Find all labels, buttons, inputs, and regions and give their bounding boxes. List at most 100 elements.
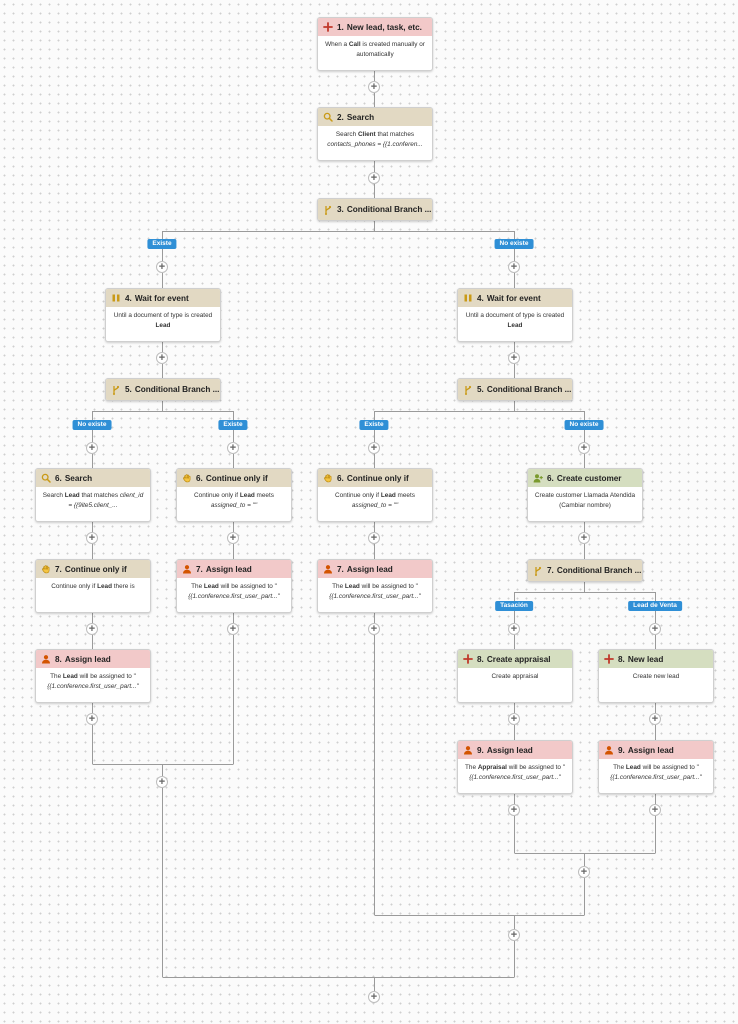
add-step-button[interactable]: + — [649, 713, 661, 725]
branch-label-badge[interactable]: Lead de Venta — [628, 601, 682, 611]
add-step-button[interactable]: + — [156, 776, 168, 788]
add-step-button[interactable]: + — [86, 623, 98, 635]
branch-label-badge[interactable]: No existe — [564, 420, 604, 430]
step-title: Assign lead — [486, 745, 533, 755]
step-title: Continue only if — [205, 473, 268, 483]
step-title: Wait for event — [486, 293, 541, 303]
branch-label-badge[interactable]: No existe — [72, 420, 112, 430]
add-step-button[interactable]: + — [508, 261, 520, 273]
add-step-button[interactable]: + — [368, 991, 380, 1003]
step-number: 8. — [618, 654, 625, 664]
add-step-button[interactable]: + — [649, 623, 661, 635]
add-step-button[interactable]: + — [86, 713, 98, 725]
add-step-button[interactable]: + — [508, 929, 520, 941]
add-step-button[interactable]: + — [156, 352, 168, 364]
branch-label-badge[interactable]: Existe — [147, 239, 177, 249]
branch-label-badge[interactable]: Existe — [218, 420, 248, 430]
step-description: Search Lead that matches client_id = {{9… — [42, 492, 144, 509]
add-step-button[interactable]: + — [86, 442, 98, 454]
branch-icon — [463, 385, 473, 395]
branch-label-badge[interactable]: Tasación — [495, 601, 533, 611]
step-card-new-lead-task-etc[interactable]: 1.New lead, task, etc.When a Call is cre… — [317, 17, 433, 71]
step-header: 4.Wait for event — [106, 289, 220, 307]
add-step-button[interactable]: + — [578, 532, 590, 544]
add-step-button[interactable]: + — [508, 623, 520, 635]
expression-text: {{1.conference.first_user_part..." — [47, 682, 139, 690]
step-description: The Lead will be assigned to " {{1.confe… — [47, 673, 139, 690]
step-card-conditional-branch[interactable]: 3.Conditional Branch ... — [317, 198, 433, 221]
add-step-button[interactable]: + — [508, 804, 520, 816]
expression-text: assigned_to = "" — [351, 501, 399, 509]
expression-text: assigned_to = "" — [210, 501, 258, 509]
step-header: 3.Conditional Branch ... — [318, 199, 432, 220]
add-step-button[interactable]: + — [508, 713, 520, 725]
step-number: 6. — [337, 473, 344, 483]
step-title: Assign lead — [64, 654, 111, 664]
person-icon — [604, 745, 614, 755]
add-step-button[interactable]: + — [368, 442, 380, 454]
step-title: Conditional Branch ... — [134, 385, 220, 394]
add-step-button[interactable]: + — [508, 352, 520, 364]
step-card-conditional-branch[interactable]: 7.Conditional Branch ... — [527, 559, 643, 582]
step-card-conditional-branch[interactable]: 5.Conditional Branch ... — [105, 378, 221, 401]
add-step-button[interactable]: + — [86, 532, 98, 544]
step-title: New lead — [627, 654, 664, 664]
hand-icon — [182, 473, 192, 483]
step-header: 6.Continue only if — [177, 469, 291, 487]
add-step-button[interactable]: + — [227, 532, 239, 544]
step-card-conditional-branch[interactable]: 5.Conditional Branch ... — [457, 378, 573, 401]
step-header: 7.Assign lead — [177, 560, 291, 578]
step-description: The Lead will be assigned to " {{1.confe… — [610, 764, 702, 781]
add-step-button[interactable]: + — [368, 532, 380, 544]
hand-icon — [41, 564, 51, 574]
add-step-button[interactable]: + — [368, 81, 380, 93]
plus-icon — [604, 654, 614, 664]
person-icon — [323, 564, 333, 574]
step-title: Conditional Branch ... — [556, 566, 642, 575]
step-header: 4.Wait for event — [458, 289, 572, 307]
step-description: Until a document of type is created Lead — [465, 312, 565, 329]
step-number: 6. — [547, 473, 554, 483]
step-description: Create new lead — [632, 673, 680, 680]
add-step-button[interactable]: + — [578, 442, 590, 454]
step-number: 5. — [125, 385, 132, 394]
step-description: The Lead will be assigned to " {{1.confe… — [188, 583, 280, 600]
step-description: Create appraisal — [491, 673, 539, 680]
step-title: Wait for event — [134, 293, 189, 303]
step-description: The Lead will be assigned to " {{1.confe… — [329, 583, 421, 600]
step-description: Create customer Llamada Atendida (Cambia… — [534, 492, 636, 509]
step-header: 9.Assign lead — [458, 741, 572, 759]
step-title: Search — [64, 473, 93, 483]
step-description: The Appraisal will be assigned to " {{1.… — [465, 764, 565, 781]
add-step-button[interactable]: + — [156, 261, 168, 273]
search-icon — [323, 112, 333, 122]
branch-label-badge[interactable]: Existe — [359, 420, 389, 430]
add-step-button[interactable]: + — [578, 866, 590, 878]
add-step-button[interactable]: + — [227, 442, 239, 454]
branch-label-badge[interactable]: No existe — [494, 239, 534, 249]
expression-text: {{1.conference.first_user_part..." — [469, 773, 561, 781]
expression-text: {{1.conference.first_user_part..." — [188, 592, 280, 600]
step-title: Continue only if — [346, 473, 409, 483]
hand-icon — [323, 473, 333, 483]
add-step-button[interactable]: + — [368, 172, 380, 184]
add-step-button[interactable]: + — [227, 623, 239, 635]
add-step-button[interactable]: + — [649, 804, 661, 816]
add-step-button[interactable]: + — [368, 623, 380, 635]
entity-name: Lead — [507, 321, 523, 329]
